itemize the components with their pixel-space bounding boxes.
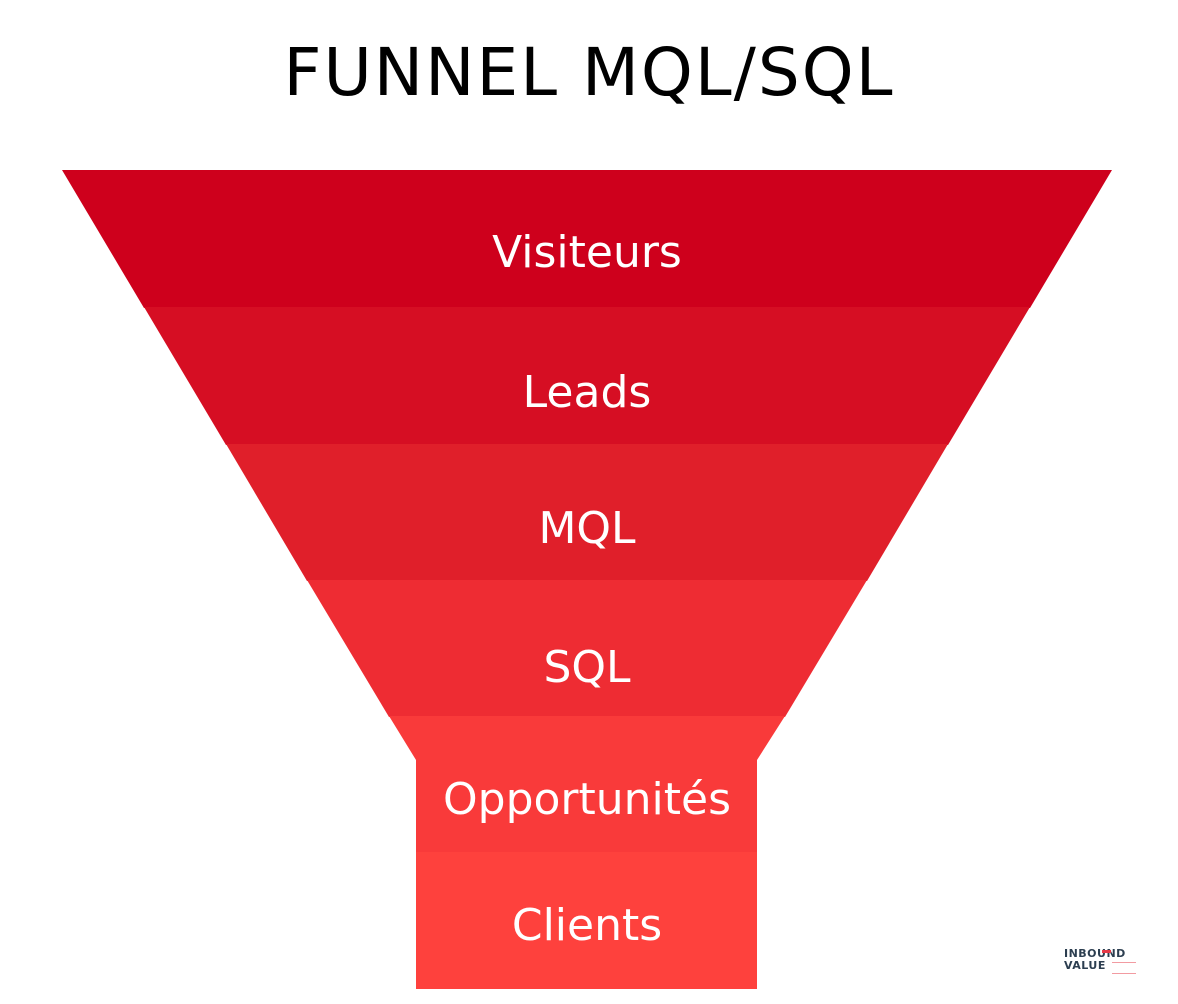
funnel-stage-clients xyxy=(416,852,757,989)
inbound-value-logo: INBOUND VALUE xyxy=(1064,948,1144,976)
funnel-stage-leads xyxy=(144,307,1030,445)
funnel-stage-label: Clients xyxy=(512,900,662,951)
funnel-stage-visiteurs xyxy=(62,170,1112,308)
logo-line-2: VALUE xyxy=(1064,959,1106,972)
logo-accent xyxy=(1102,950,1111,953)
funnel-stage-label: SQL xyxy=(543,642,631,693)
funnel-stage-label: MQL xyxy=(538,503,636,554)
funnel-stage-opportunit-s xyxy=(389,716,785,853)
page-title: FUNNEL MQL/SQL xyxy=(283,34,895,111)
funnel-stage-label: Opportunités xyxy=(443,774,731,825)
funnel-stage-sql xyxy=(307,580,867,717)
funnel-stage-mql xyxy=(226,444,948,581)
logo-tagline-mark xyxy=(1112,962,1136,974)
funnel-stage-label: Leads xyxy=(523,367,652,418)
funnel-stage-label: Visiteurs xyxy=(492,227,682,278)
